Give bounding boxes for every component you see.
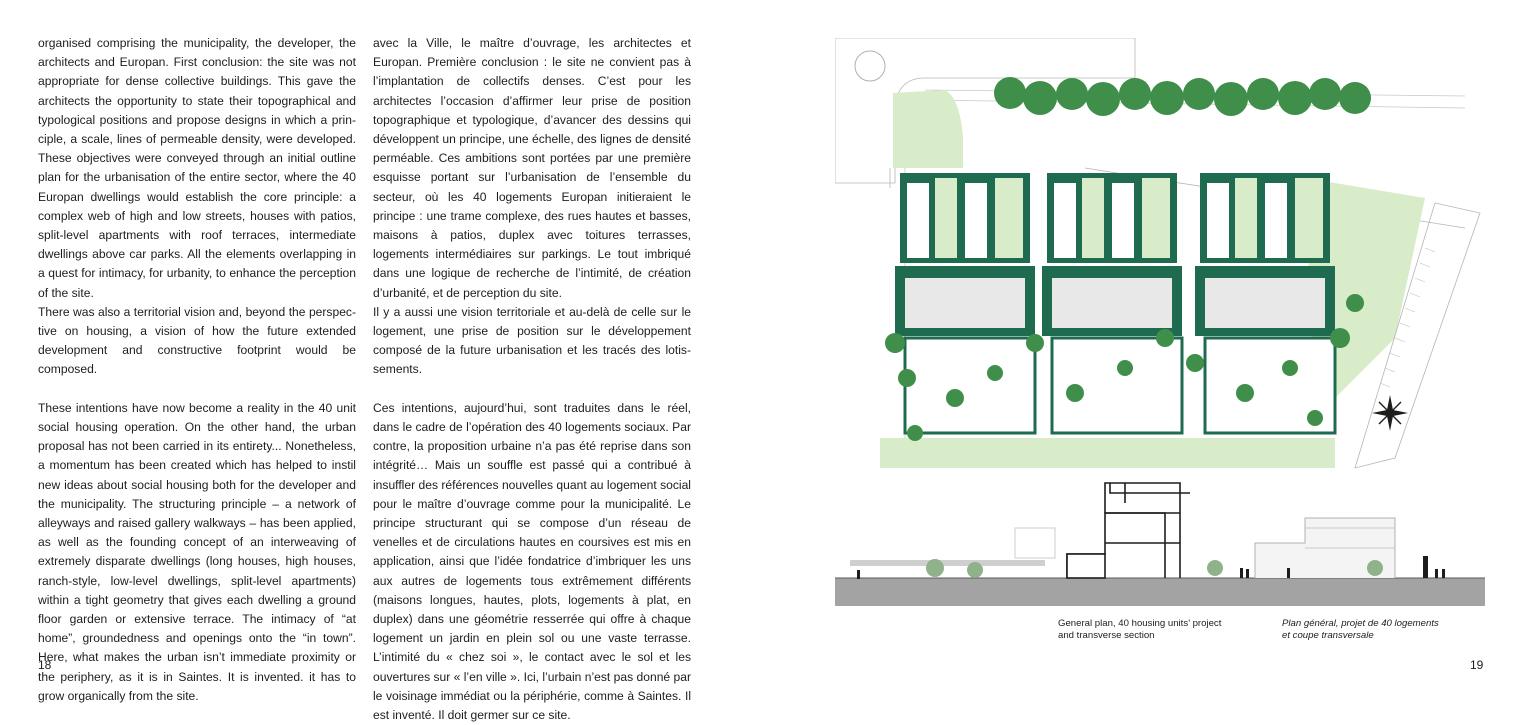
architectural-figure: [835, 38, 1485, 606]
compass-rose-icon: [1372, 395, 1408, 431]
paragraph: avec la Ville, le maître d’ouvrage, les …: [373, 36, 691, 300]
caption-line: General plan, 40 housing units’ project: [1058, 618, 1222, 629]
paragraph: Ces intentions, aujourd’hui, sont tradui…: [373, 400, 691, 723]
page-number-left: 18: [38, 658, 52, 672]
tree-row: [994, 77, 1371, 116]
caption-line: Plan général, projet de 40 logements: [1282, 618, 1439, 629]
figure-caption-english: General plan, 40 housing units’ project …: [1058, 618, 1248, 642]
figure-caption-french: Plan général, projet de 40 logements et …: [1282, 618, 1462, 642]
page-number-right: 19: [1470, 658, 1484, 672]
section-drawing: [835, 482, 1485, 606]
caption-line: et coupe transversale: [1282, 630, 1374, 641]
paragraph: These intentions have now become a reali…: [38, 400, 356, 703]
site-plan-drawing: [835, 38, 1481, 469]
paragraph: Il y a aussi une vision territoriale et …: [373, 304, 691, 377]
paragraph: organised comprising the municipality, t…: [38, 36, 356, 300]
english-text-column: organised comprising the municipality, t…: [38, 34, 356, 706]
french-text-column: avec la Ville, le maître d’ouvrage, les …: [373, 34, 691, 725]
paragraph: There was also a territorial vision and,…: [38, 304, 356, 377]
caption-line: and transverse section: [1058, 630, 1155, 641]
housing-blocks: [895, 173, 1337, 435]
